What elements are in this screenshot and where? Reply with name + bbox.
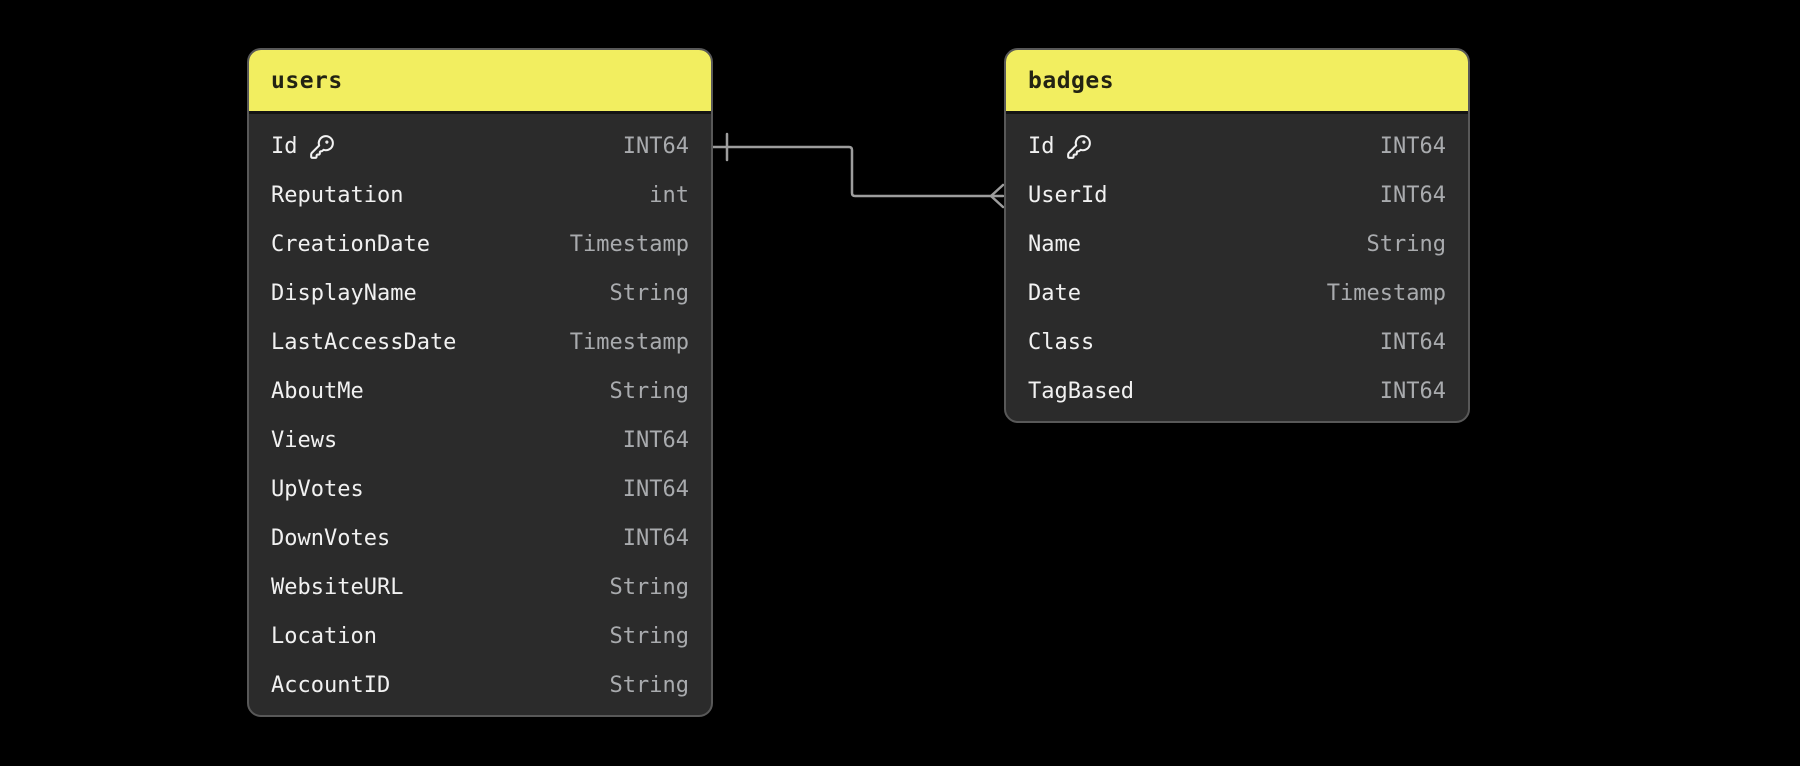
field-name: CreationDate bbox=[271, 232, 430, 257]
field-row: DownVotes INT64 bbox=[249, 514, 711, 563]
field-type: String bbox=[609, 379, 689, 404]
field-row: Date Timestamp bbox=[1006, 269, 1468, 318]
field-name: Name bbox=[1028, 232, 1081, 257]
field-row: Reputation int bbox=[249, 171, 711, 220]
field-type: INT64 bbox=[622, 134, 689, 159]
field-row: AccountID String bbox=[249, 661, 711, 710]
field-row: Views INT64 bbox=[249, 416, 711, 465]
table-title: users bbox=[271, 67, 343, 94]
field-type: INT64 bbox=[622, 526, 689, 551]
field-row: Name String bbox=[1006, 220, 1468, 269]
primary-key-icon bbox=[1066, 134, 1091, 159]
field-name: Location bbox=[271, 624, 377, 649]
table-header-users[interactable]: users bbox=[249, 50, 711, 114]
many-cardinality-marker bbox=[989, 183, 1005, 209]
table-header-badges[interactable]: badges bbox=[1006, 50, 1468, 114]
field-type: Timestamp bbox=[569, 232, 689, 257]
field-name: Id bbox=[1028, 134, 1092, 160]
field-type: INT64 bbox=[622, 477, 689, 502]
field-row: UpVotes INT64 bbox=[249, 465, 711, 514]
field-name: Date bbox=[1028, 281, 1081, 306]
relationship-wire[interactable] bbox=[711, 145, 993, 198]
field-name: DownVotes bbox=[271, 526, 391, 551]
field-row: Class INT64 bbox=[1006, 318, 1468, 367]
table-title: badges bbox=[1028, 67, 1115, 94]
field-row: TagBased INT64 bbox=[1006, 367, 1468, 416]
field-type: INT64 bbox=[1379, 134, 1446, 159]
field-name: Reputation bbox=[271, 183, 404, 208]
field-type: String bbox=[609, 673, 689, 698]
table-body-badges: Id INT64 UserId INT64 Name String Date T… bbox=[1006, 114, 1468, 421]
field-type: String bbox=[609, 281, 689, 306]
field-type: int bbox=[649, 183, 689, 208]
field-name: TagBased bbox=[1028, 379, 1134, 404]
table-card-users[interactable]: users Id INT64 Reputation int CreationDa… bbox=[247, 48, 713, 717]
field-name: Views bbox=[271, 428, 338, 453]
field-name: DisplayName bbox=[271, 281, 417, 306]
field-row: WebsiteURL String bbox=[249, 563, 711, 612]
field-row: UserId INT64 bbox=[1006, 171, 1468, 220]
field-type: Timestamp bbox=[1326, 281, 1446, 306]
field-type: INT64 bbox=[1379, 183, 1446, 208]
field-row: CreationDate Timestamp bbox=[249, 220, 711, 269]
field-type: INT64 bbox=[1379, 379, 1446, 404]
field-row: Id INT64 bbox=[1006, 122, 1468, 171]
field-row: AboutMe String bbox=[249, 367, 711, 416]
primary-key-icon bbox=[309, 134, 334, 159]
field-name: AccountID bbox=[271, 673, 391, 698]
field-type: INT64 bbox=[622, 428, 689, 453]
table-card-badges[interactable]: badges Id INT64 UserId INT64 Name Strin bbox=[1004, 48, 1470, 423]
field-row: Id INT64 bbox=[249, 122, 711, 171]
field-type: String bbox=[609, 575, 689, 600]
field-name: UpVotes bbox=[271, 477, 364, 502]
field-name: WebsiteURL bbox=[271, 575, 404, 600]
field-name: UserId bbox=[1028, 183, 1108, 208]
field-name: LastAccessDate bbox=[271, 330, 457, 355]
field-type: Timestamp bbox=[569, 330, 689, 355]
field-type: INT64 bbox=[1379, 330, 1446, 355]
field-type: String bbox=[609, 624, 689, 649]
field-name: Id bbox=[271, 134, 335, 160]
field-row: DisplayName String bbox=[249, 269, 711, 318]
field-name: AboutMe bbox=[271, 379, 364, 404]
field-row: Location String bbox=[249, 612, 711, 661]
field-type: String bbox=[1366, 232, 1446, 257]
field-row: LastAccessDate Timestamp bbox=[249, 318, 711, 367]
table-body-users: Id INT64 Reputation int CreationDate Tim… bbox=[249, 114, 711, 715]
field-name: Class bbox=[1028, 330, 1095, 355]
